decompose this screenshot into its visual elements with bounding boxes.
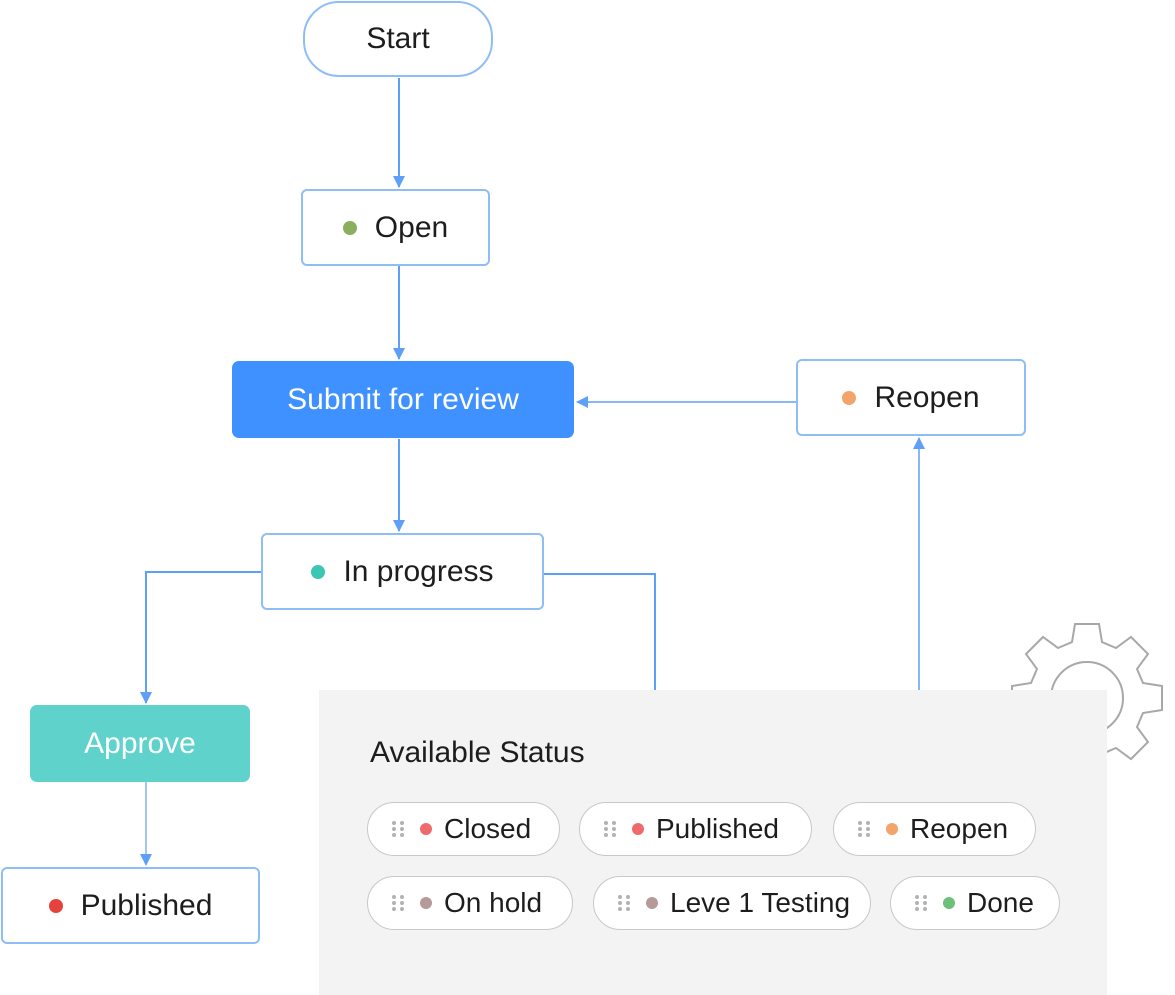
status-chip-label: Published: [656, 813, 779, 844]
drag-handle-icon[interactable]: [616, 894, 632, 912]
status-dot: [886, 823, 898, 835]
status-dot: [943, 897, 955, 909]
status-chip-closed[interactable]: Closed: [367, 802, 560, 856]
status-chip-leve-1-testing[interactable]: Leve 1 Testing: [593, 876, 871, 930]
published-label: Published: [80, 888, 213, 922]
in-progress-status-dot: [311, 564, 326, 579]
status-dot: [420, 897, 432, 909]
status-chip-reopen[interactable]: Reopen: [833, 802, 1036, 856]
reopen-status-dot: [842, 390, 857, 405]
submit-for-review-node[interactable]: Submit for review: [232, 361, 574, 438]
in-progress-node[interactable]: In progress: [261, 533, 544, 610]
drag-handle-icon[interactable]: [602, 820, 618, 838]
drag-handle-icon[interactable]: [390, 894, 406, 912]
open-status-dot: [342, 220, 357, 235]
status-chip-label: Leve 1 Testing: [670, 887, 851, 918]
status-chip-on-hold[interactable]: On hold: [367, 876, 573, 930]
status-dot: [646, 897, 658, 909]
status-dot: [420, 823, 432, 835]
approve-node[interactable]: Approve: [30, 705, 250, 782]
start-label: Start: [366, 22, 430, 55]
edge-inprogress-approve: [140, 571, 261, 704]
start-node[interactable]: Start: [303, 1, 493, 77]
reopen-label: Reopen: [874, 380, 980, 414]
status-chip-label: On hold: [444, 887, 543, 918]
approve-label: Approve: [84, 726, 196, 760]
drag-handle-icon[interactable]: [913, 894, 929, 912]
open-node[interactable]: Open: [301, 189, 490, 266]
drag-handle-icon[interactable]: [390, 820, 406, 838]
edge-inprogress-panel: [544, 573, 656, 690]
available-status-panel: Available Status Closed Published Reopen…: [319, 690, 1107, 995]
status-dot: [632, 823, 644, 835]
reopen-node[interactable]: Reopen: [796, 359, 1026, 436]
status-chip-label: Done: [967, 887, 1034, 918]
drag-handle-icon[interactable]: [856, 820, 872, 838]
in-progress-label: In progress: [343, 554, 494, 588]
submit-for-review-label: Submit for review: [287, 382, 519, 416]
published-status-dot: [48, 898, 63, 913]
status-chip-label: Reopen: [910, 813, 1009, 844]
status-chip-label: Closed: [444, 813, 532, 844]
published-node[interactable]: Published: [1, 867, 260, 944]
status-chip-published[interactable]: Published: [579, 802, 812, 856]
status-chip-done[interactable]: Done: [890, 876, 1060, 930]
available-status-title: Available Status: [370, 736, 585, 769]
open-label: Open: [374, 210, 449, 244]
